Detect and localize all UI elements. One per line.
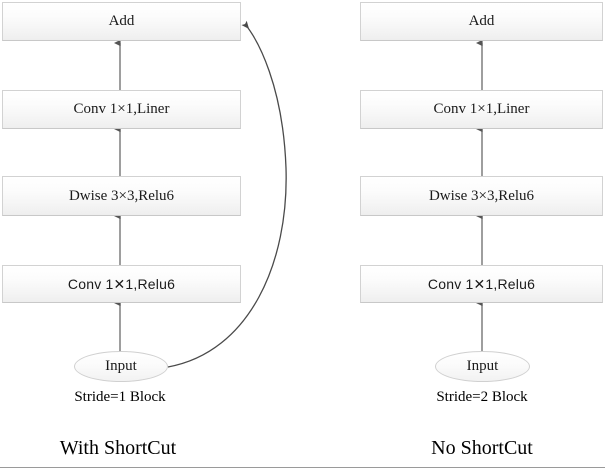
left-node-add[interactable]: Add: [2, 2, 241, 41]
right-node-dwise[interactable]: Dwise 3×3,Relu6: [360, 176, 603, 216]
right-block-title: No ShortCut: [431, 437, 533, 459]
left-node-conv-linear[interactable]: Conv 1×1,Liner: [2, 90, 241, 129]
left-node-dwise[interactable]: Dwise 3×3,Relu6: [2, 176, 241, 216]
left-block-title: With ShortCut: [59, 437, 177, 459]
right-node-conv-relu[interactable]: Conv 1✕1,Relu6: [360, 265, 603, 303]
right-stride-label: Stride=2 Block: [436, 389, 528, 405]
left-stride-label: Stride=1 Block: [74, 389, 166, 405]
left-node-conv-relu[interactable]: Conv 1✕1,Relu6: [2, 265, 241, 303]
right-node-conv-linear[interactable]: Conv 1×1,Liner: [360, 90, 603, 129]
left-node-input[interactable]: Input: [74, 351, 168, 382]
right-node-input[interactable]: Input: [435, 351, 530, 382]
right-node-add[interactable]: Add: [360, 2, 603, 41]
bottom-divider: [0, 467, 605, 468]
